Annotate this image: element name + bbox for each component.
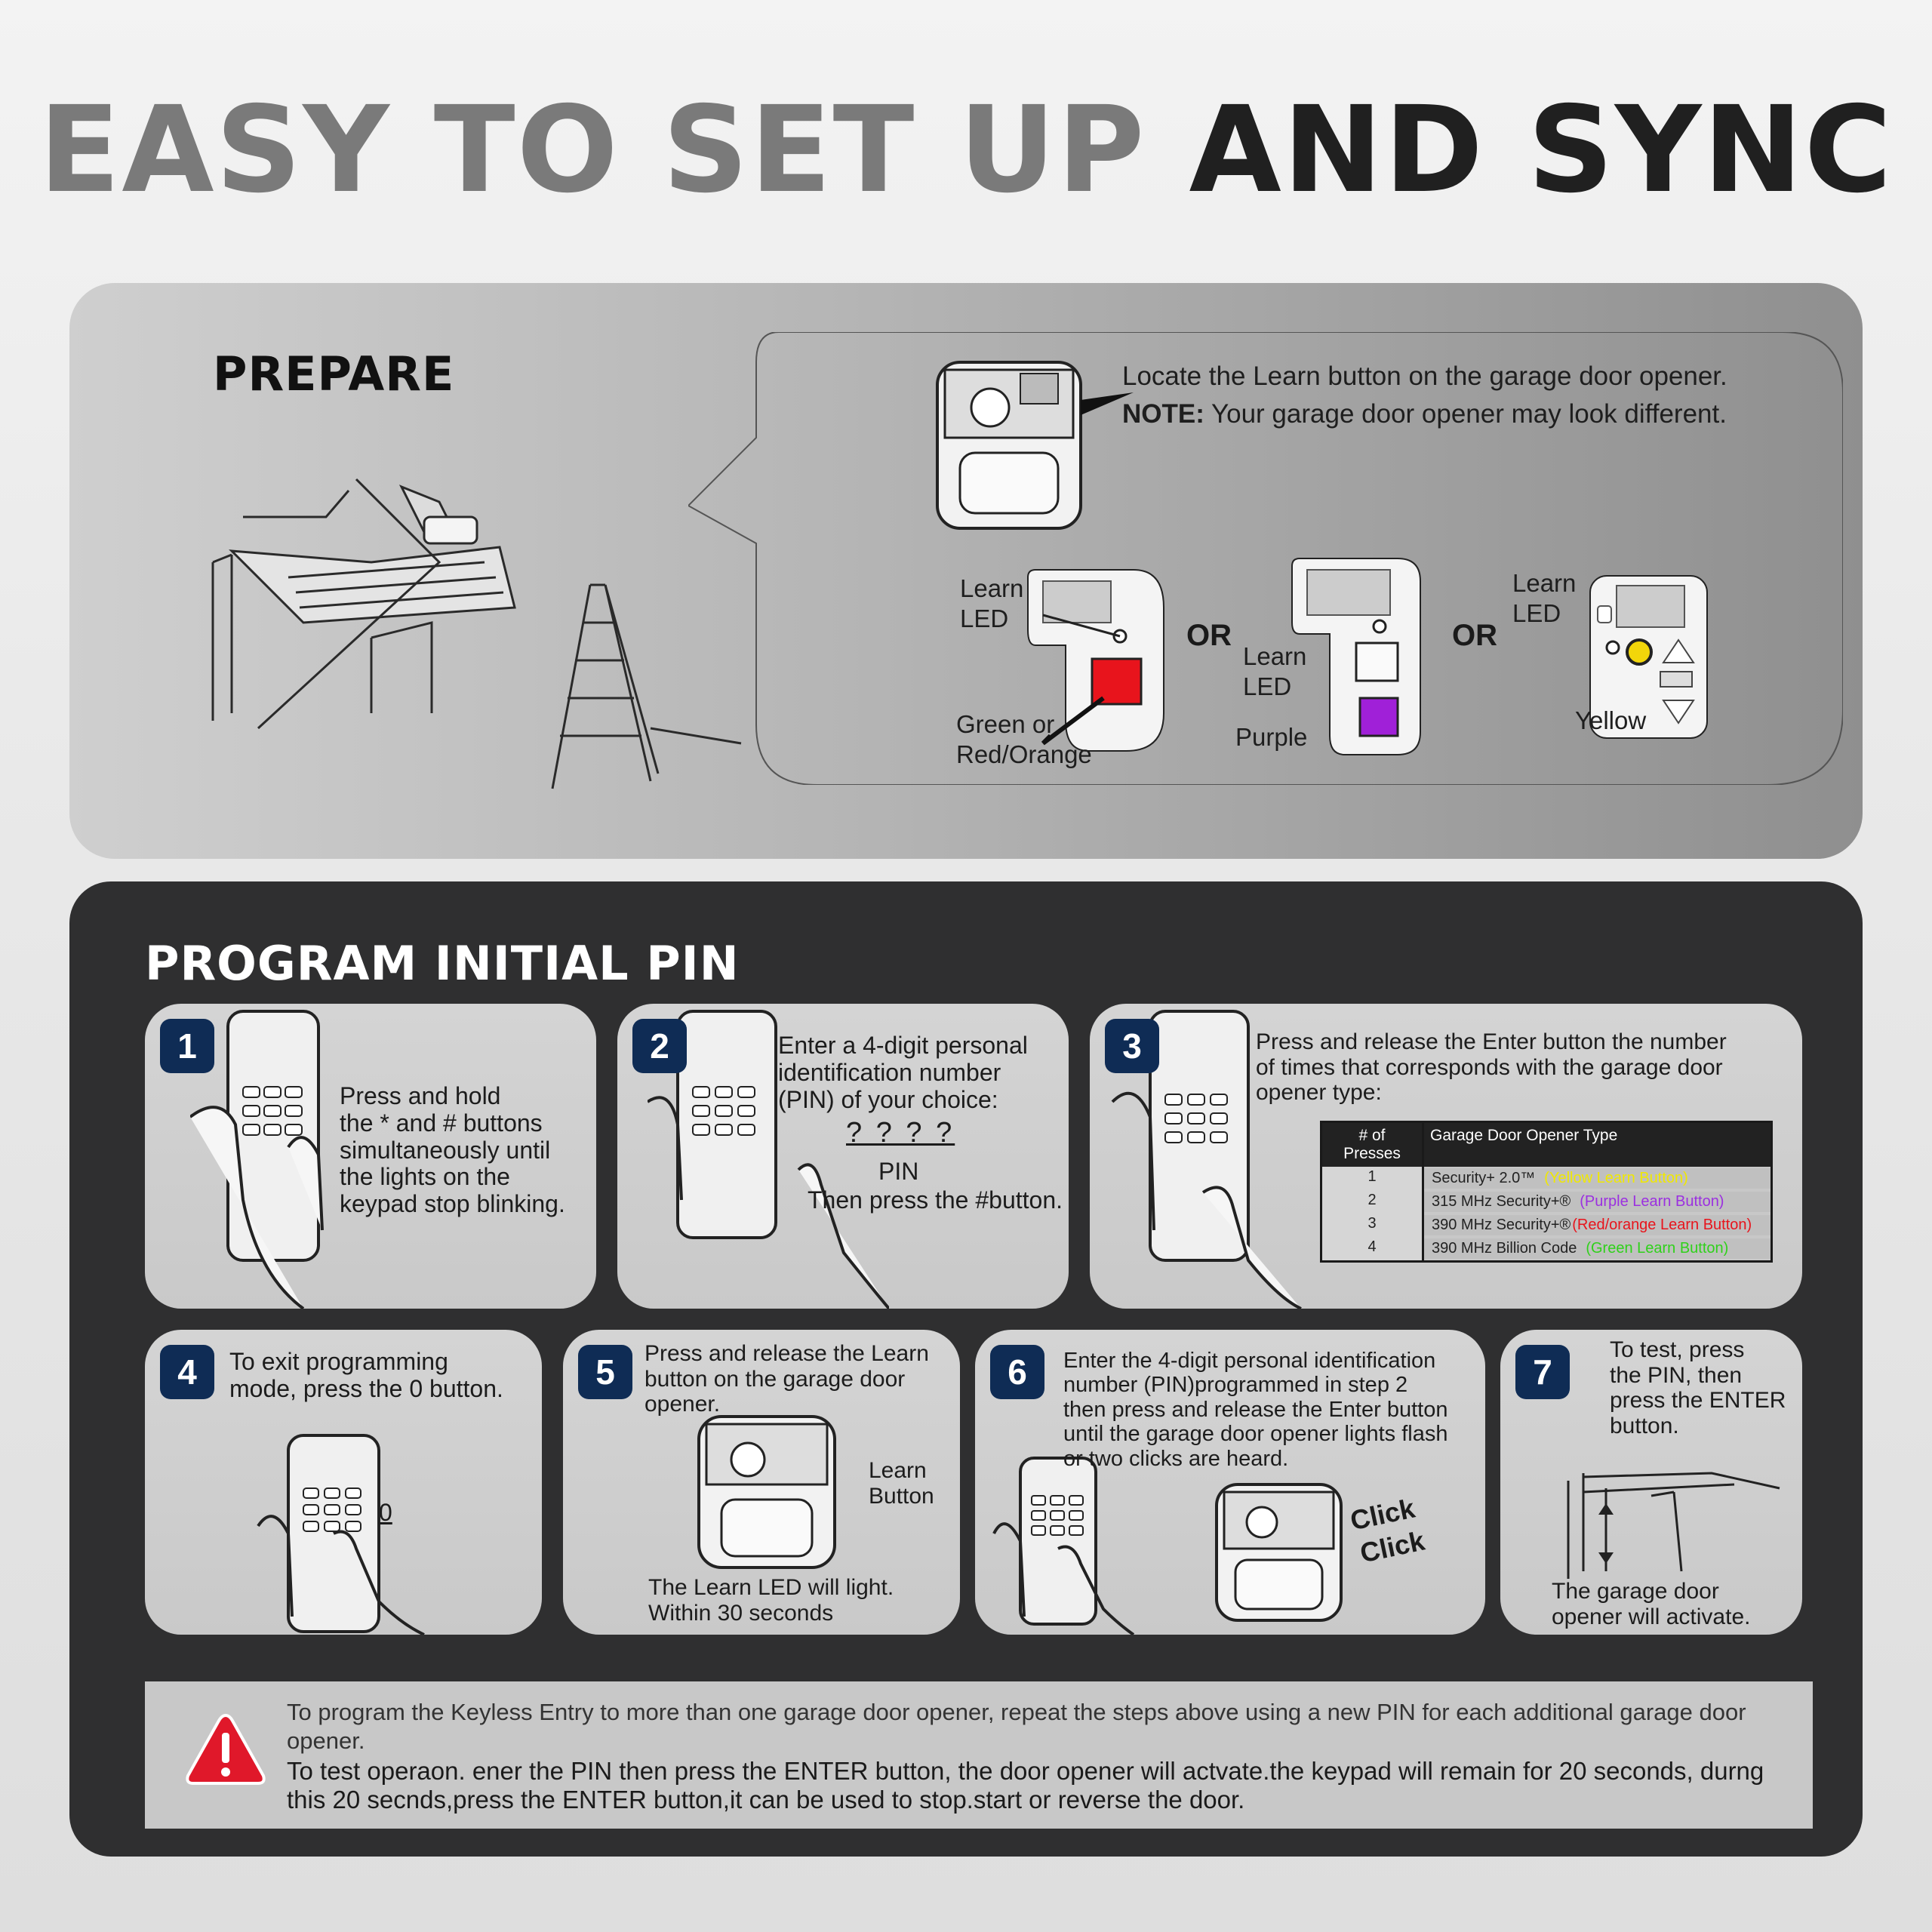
opener3-color-label: Yellow [1575, 706, 1647, 734]
step-4-key-label: 0 [379, 1499, 392, 1526]
warning-line-1: To program the Keyless Entry to more tha… [287, 1699, 1746, 1754]
presses-table-header-type: Garage Door Opener Type [1430, 1127, 1618, 1144]
garage-door-icon [1567, 1472, 1780, 1579]
step-5-card: 5 Press and release the Learn button on … [563, 1330, 960, 1635]
table-cell-presses: 4 [1322, 1237, 1424, 1260]
opener2-led-label-line1: Learn [1243, 642, 1307, 670]
opener1-panel [1027, 569, 1164, 752]
step-3-card: 3 Press and release the Enter button the… [1090, 1004, 1802, 1309]
learn-button-hint: (Red/orange Learn Button) [1572, 1217, 1752, 1233]
table-cell-presses: 1 [1322, 1167, 1424, 1190]
opener2-led-label-line2: LED [1243, 672, 1292, 700]
warning-note: To program the Keyless Entry to more tha… [145, 1681, 1813, 1829]
opener-type-text: 390 MHz Security+® [1432, 1217, 1571, 1233]
opener1-led-label-line2: LED [960, 604, 1009, 632]
step-6-badge: 6 [990, 1345, 1044, 1399]
step-3-text: Press and release the Enter button the n… [1256, 1029, 1727, 1106]
page-title: EASY TO SET UP AND SYNC [0, 91, 1932, 210]
table-cell-type: 390 MHz Security+®(Red/orange Learn Butt… [1424, 1215, 1770, 1235]
opener3-led-label-line1: Learn [1512, 569, 1577, 597]
step-7-card: 7 To test, press the PIN, then press the… [1500, 1330, 1802, 1635]
step-2-badge: 2 [632, 1019, 687, 1073]
learn-button-hint: (Purple Learn Button) [1580, 1193, 1724, 1210]
presses-table-header-presses: # of Presses [1322, 1123, 1424, 1167]
keypad-hand-icon [257, 1434, 425, 1635]
opener2-color-label: Purple [1235, 723, 1308, 751]
garage-ladder-illustration [211, 478, 742, 789]
opener1-led-label-line1: Learn [960, 574, 1024, 602]
note-text: Your garage door opener may look differe… [1211, 399, 1727, 429]
callout-note: NOTE: Your garage door opener may look d… [1122, 396, 1727, 432]
program-heading: PROGRAM INITIAL PIN [145, 936, 740, 991]
opener-type-text: 315 MHz Security+® [1432, 1193, 1571, 1210]
table-cell-type: Security+ 2.0™ (Yellow Learn Button) [1424, 1168, 1770, 1189]
step-4-text: To exit programming mode, press the 0 bu… [229, 1348, 503, 1402]
step-1-text: Press and hold the * and # buttons simul… [340, 1082, 565, 1218]
presses-table: # of Presses Garage Door Opener Type 1 S… [1320, 1121, 1773, 1263]
table-row: 3 390 MHz Security+®(Red/orange Learn Bu… [1322, 1214, 1770, 1237]
prepare-heading: PREPARE [213, 346, 455, 401]
table-row: 4 390 MHz Billion Code (Green Learn Butto… [1322, 1237, 1770, 1260]
garage-opener-unit [936, 361, 1134, 530]
garage-opener-unit [697, 1415, 836, 1569]
step-5-text-after: The Learn LED will light. Within 30 seco… [648, 1575, 894, 1626]
step-3-badge: 3 [1105, 1019, 1159, 1073]
warning-icon [186, 1713, 266, 1785]
opener-type-text: Security+ 2.0™ [1432, 1170, 1536, 1186]
opener2-panel [1291, 558, 1421, 755]
step-1-badge: 1 [160, 1019, 214, 1073]
opener3-panel [1589, 575, 1708, 739]
opener1-color-line2: Red/Orange [956, 740, 1092, 768]
table-cell-presses: 3 [1322, 1214, 1424, 1237]
step-5-badge: 5 [578, 1345, 632, 1399]
opener-type-text: 390 MHz Billion Code [1432, 1240, 1577, 1257]
opener1-color-line1: Green or [956, 710, 1055, 738]
program-panel: PROGRAM INITIAL PIN 1 Press and hold the… [69, 881, 1863, 1857]
title-part-1: EASY TO SET UP [38, 81, 1189, 220]
keypad-hand-icon [190, 1010, 324, 1309]
garage-opener-unit [1215, 1483, 1343, 1622]
presses-table-header: # of Presses Garage Door Opener Type [1322, 1123, 1770, 1167]
learn-button-hint: (Yellow Learn Button) [1544, 1170, 1688, 1186]
table-cell-type: 390 MHz Billion Code (Green Learn Button) [1424, 1238, 1770, 1259]
table-row: 1 Security+ 2.0™ (Yellow Learn Button) [1322, 1167, 1770, 1190]
step-2-pin-label: PIN [878, 1158, 919, 1185]
step-5-learn-label: Learn Button [869, 1458, 934, 1509]
keypad-hand-icon [648, 1010, 889, 1309]
step-2-pin-marks: ? ? ? ? [846, 1117, 955, 1149]
step-7-text: To test, press the PIN, then press the E… [1610, 1337, 1786, 1438]
callout-line-1: Locate the Learn button on the garage do… [1122, 361, 1727, 391]
note-label: NOTE: [1122, 399, 1204, 429]
prepare-panel: PREPARE Locate the Learn button on the g… [69, 283, 1863, 859]
step-6-text: Enter the 4-digit personal identificatio… [1063, 1349, 1448, 1471]
step-4-card: 4 To exit programming mode, press the 0 … [145, 1330, 542, 1635]
title-part-2: AND SYNC [1189, 81, 1894, 220]
opener3-led-label-line2: LED [1512, 598, 1561, 627]
keypad-hand-icon [1111, 1010, 1302, 1309]
table-cell-type: 315 MHz Security+® (Purple Learn Button) [1424, 1192, 1770, 1212]
table-cell-presses: 2 [1322, 1190, 1424, 1214]
prepare-callout-bubble [688, 332, 1843, 785]
step-2-card: 2 Enter a 4-digit personal identificatio… [617, 1004, 1069, 1309]
step-7-text-after: The garage door opener will activate. [1552, 1579, 1751, 1629]
step-7-badge: 7 [1515, 1345, 1570, 1399]
learn-button-hint: (Green Learn Button) [1586, 1240, 1729, 1257]
keypad-hand-icon [992, 1457, 1135, 1635]
step-4-badge: 4 [160, 1345, 214, 1399]
warning-line-2: To test operaon. ener the PIN then press… [287, 1757, 1764, 1814]
step-2-text-after: Then press the #button. [808, 1186, 1063, 1214]
or-label-2: OR [1452, 619, 1497, 652]
table-row: 2 315 MHz Security+® (Purple Learn Button… [1322, 1190, 1770, 1214]
step-1-card: 1 Press and hold the * and # buttons sim… [145, 1004, 596, 1309]
step-6-card: 6 Enter the 4-digit personal identificat… [975, 1330, 1485, 1635]
step-2-text: Enter a 4-digit personal identification … [778, 1032, 1028, 1113]
step-5-text: Press and release the Learn button on th… [645, 1341, 929, 1417]
or-label-1: OR [1186, 619, 1232, 652]
